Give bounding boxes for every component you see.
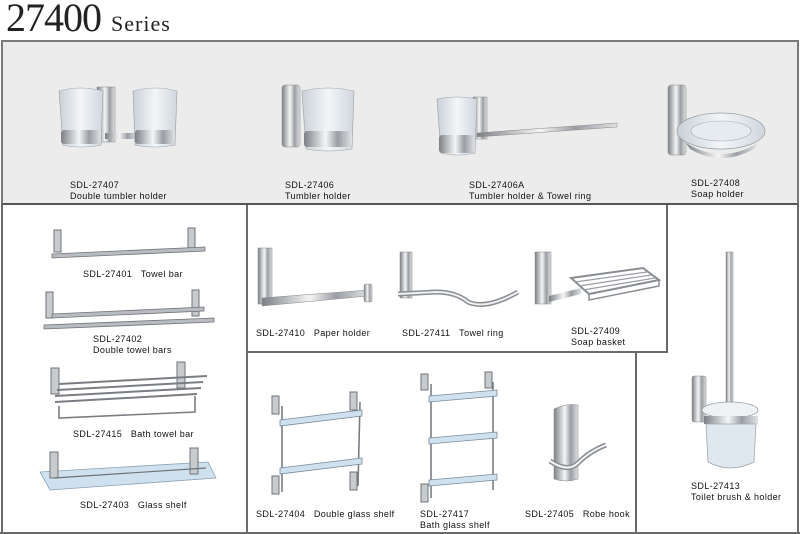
double-glass-shelf-image (271, 391, 363, 495)
product-toilet-brush-holder[interactable] (690, 251, 760, 474)
product-code: SDL-27401 (83, 269, 133, 279)
product-code: SDL-27409 (571, 326, 621, 336)
product-name: Double glass shelf (313, 509, 395, 519)
product-bath-glass-shelf[interactable] (419, 371, 504, 504)
paper-holder-image (257, 247, 373, 307)
product-name: Double towel bars (93, 345, 172, 355)
catalog-title: 27400 Series (6, 0, 171, 41)
product-name: Toilet brush & holder (691, 492, 782, 502)
label-27409: SDL-27409 Soap basket (571, 326, 625, 348)
product-name: Paper holder (313, 328, 371, 338)
product-code: SDL-27403 (80, 500, 130, 510)
product-code: SDL-27404 (256, 509, 306, 519)
product-towel-bar[interactable] (50, 227, 210, 260)
label-27404: SDL-27404 Double glass shelf (256, 509, 395, 520)
label-27405: SDL-27405 Robe hook (525, 509, 630, 520)
divider-left-column (1, 205, 3, 534)
product-code: SDL-27411 (402, 328, 451, 338)
product-code: SDL-27410 (256, 328, 306, 338)
series-number: 27400 (6, 0, 102, 40)
divider-far-right (797, 205, 799, 534)
product-name: Tumbler holder (285, 191, 351, 201)
product-code: SDL-27407 (70, 180, 120, 190)
product-name: Towel bar (140, 269, 183, 279)
label-27406a: SDL-27406A Tumbler holder & Towel ring (469, 180, 591, 202)
tumbler-holder-image (281, 84, 355, 152)
product-bath-towel-bar[interactable] (45, 361, 210, 422)
divider-right-vertical (635, 352, 637, 534)
product-code: SDL-27406A (469, 180, 525, 190)
product-name: Double tumbler holder (70, 191, 167, 201)
product-soap-basket[interactable] (533, 251, 663, 314)
product-name: Glass shelf (137, 500, 187, 510)
product-name: Soap holder (691, 189, 744, 199)
product-code: SDL-27408 (691, 178, 741, 188)
soap-basket-image (534, 251, 662, 305)
towel-bar-image (51, 227, 206, 259)
label-27403: SDL-27403 Glass shelf (80, 500, 187, 511)
product-code: SDL-27406 (285, 180, 335, 190)
glass-shelf-image (39, 447, 217, 491)
tumbler-towel-ring-image (436, 96, 618, 156)
product-double-glass-shelf[interactable] (270, 391, 370, 497)
product-name: Soap basket (571, 337, 626, 347)
product-soap-holder[interactable] (666, 83, 766, 165)
product-name: Bath towel bar (130, 429, 194, 439)
toilet-brush-holder-image (691, 251, 759, 469)
label-27413: SDL-27413 Toilet brush & holder (691, 481, 781, 503)
label-27415: SDL-27415 Bath towel bar (73, 429, 194, 440)
double-tumbler-holder-image (58, 86, 178, 148)
divider-middle-horizontal (246, 351, 668, 353)
bath-towel-bar-image (50, 361, 208, 419)
soap-holder-image (667, 84, 766, 158)
product-code: SDL-27402 (93, 334, 143, 344)
product-paper-holder[interactable] (256, 247, 376, 310)
product-double-tumbler-holder[interactable] (55, 85, 185, 165)
product-name: Robe hook (582, 509, 630, 519)
robe-hook-image (548, 404, 607, 482)
product-robe-hook[interactable] (548, 403, 608, 485)
double-towel-bars-image (43, 289, 215, 330)
label-27401: SDL-27401 Towel bar (83, 269, 183, 280)
bath-glass-shelf-image (420, 371, 498, 503)
divider-left-middle (246, 205, 248, 534)
towel-ring-image (397, 251, 520, 307)
label-27417: SDL-27417 Bath glass shelf (420, 509, 490, 531)
product-glass-shelf[interactable] (38, 447, 218, 493)
label-27402: SDL-27402 Double towel bars (93, 334, 172, 356)
product-tumbler-holder-towel-ring[interactable] (436, 95, 622, 160)
product-double-towel-bars[interactable] (42, 289, 217, 332)
product-towel-ring[interactable] (396, 251, 521, 312)
label-27411: SDL-27411 Towel ring (402, 328, 504, 339)
product-code: SDL-27405 (525, 509, 575, 519)
product-name: Towel ring (459, 328, 504, 338)
product-code: SDL-27417 (420, 509, 470, 519)
label-27408: SDL-27408 Soap holder (691, 178, 744, 200)
product-name: Tumbler holder & Towel ring (469, 191, 592, 201)
product-name: Bath glass shelf (420, 520, 490, 530)
label-27410: SDL-27410 Paper holder (256, 328, 370, 339)
label-27406: SDL-27406 Tumbler holder (285, 180, 351, 202)
series-word: Series (111, 11, 171, 36)
label-27407: SDL-27407 Double tumbler holder (70, 180, 167, 202)
product-code: SDL-27413 (691, 481, 741, 491)
product-tumbler-holder[interactable] (280, 84, 360, 165)
divider-middle-top-right (666, 205, 668, 353)
divider-bottom (0, 532, 800, 534)
product-code: SDL-27415 (73, 429, 123, 439)
